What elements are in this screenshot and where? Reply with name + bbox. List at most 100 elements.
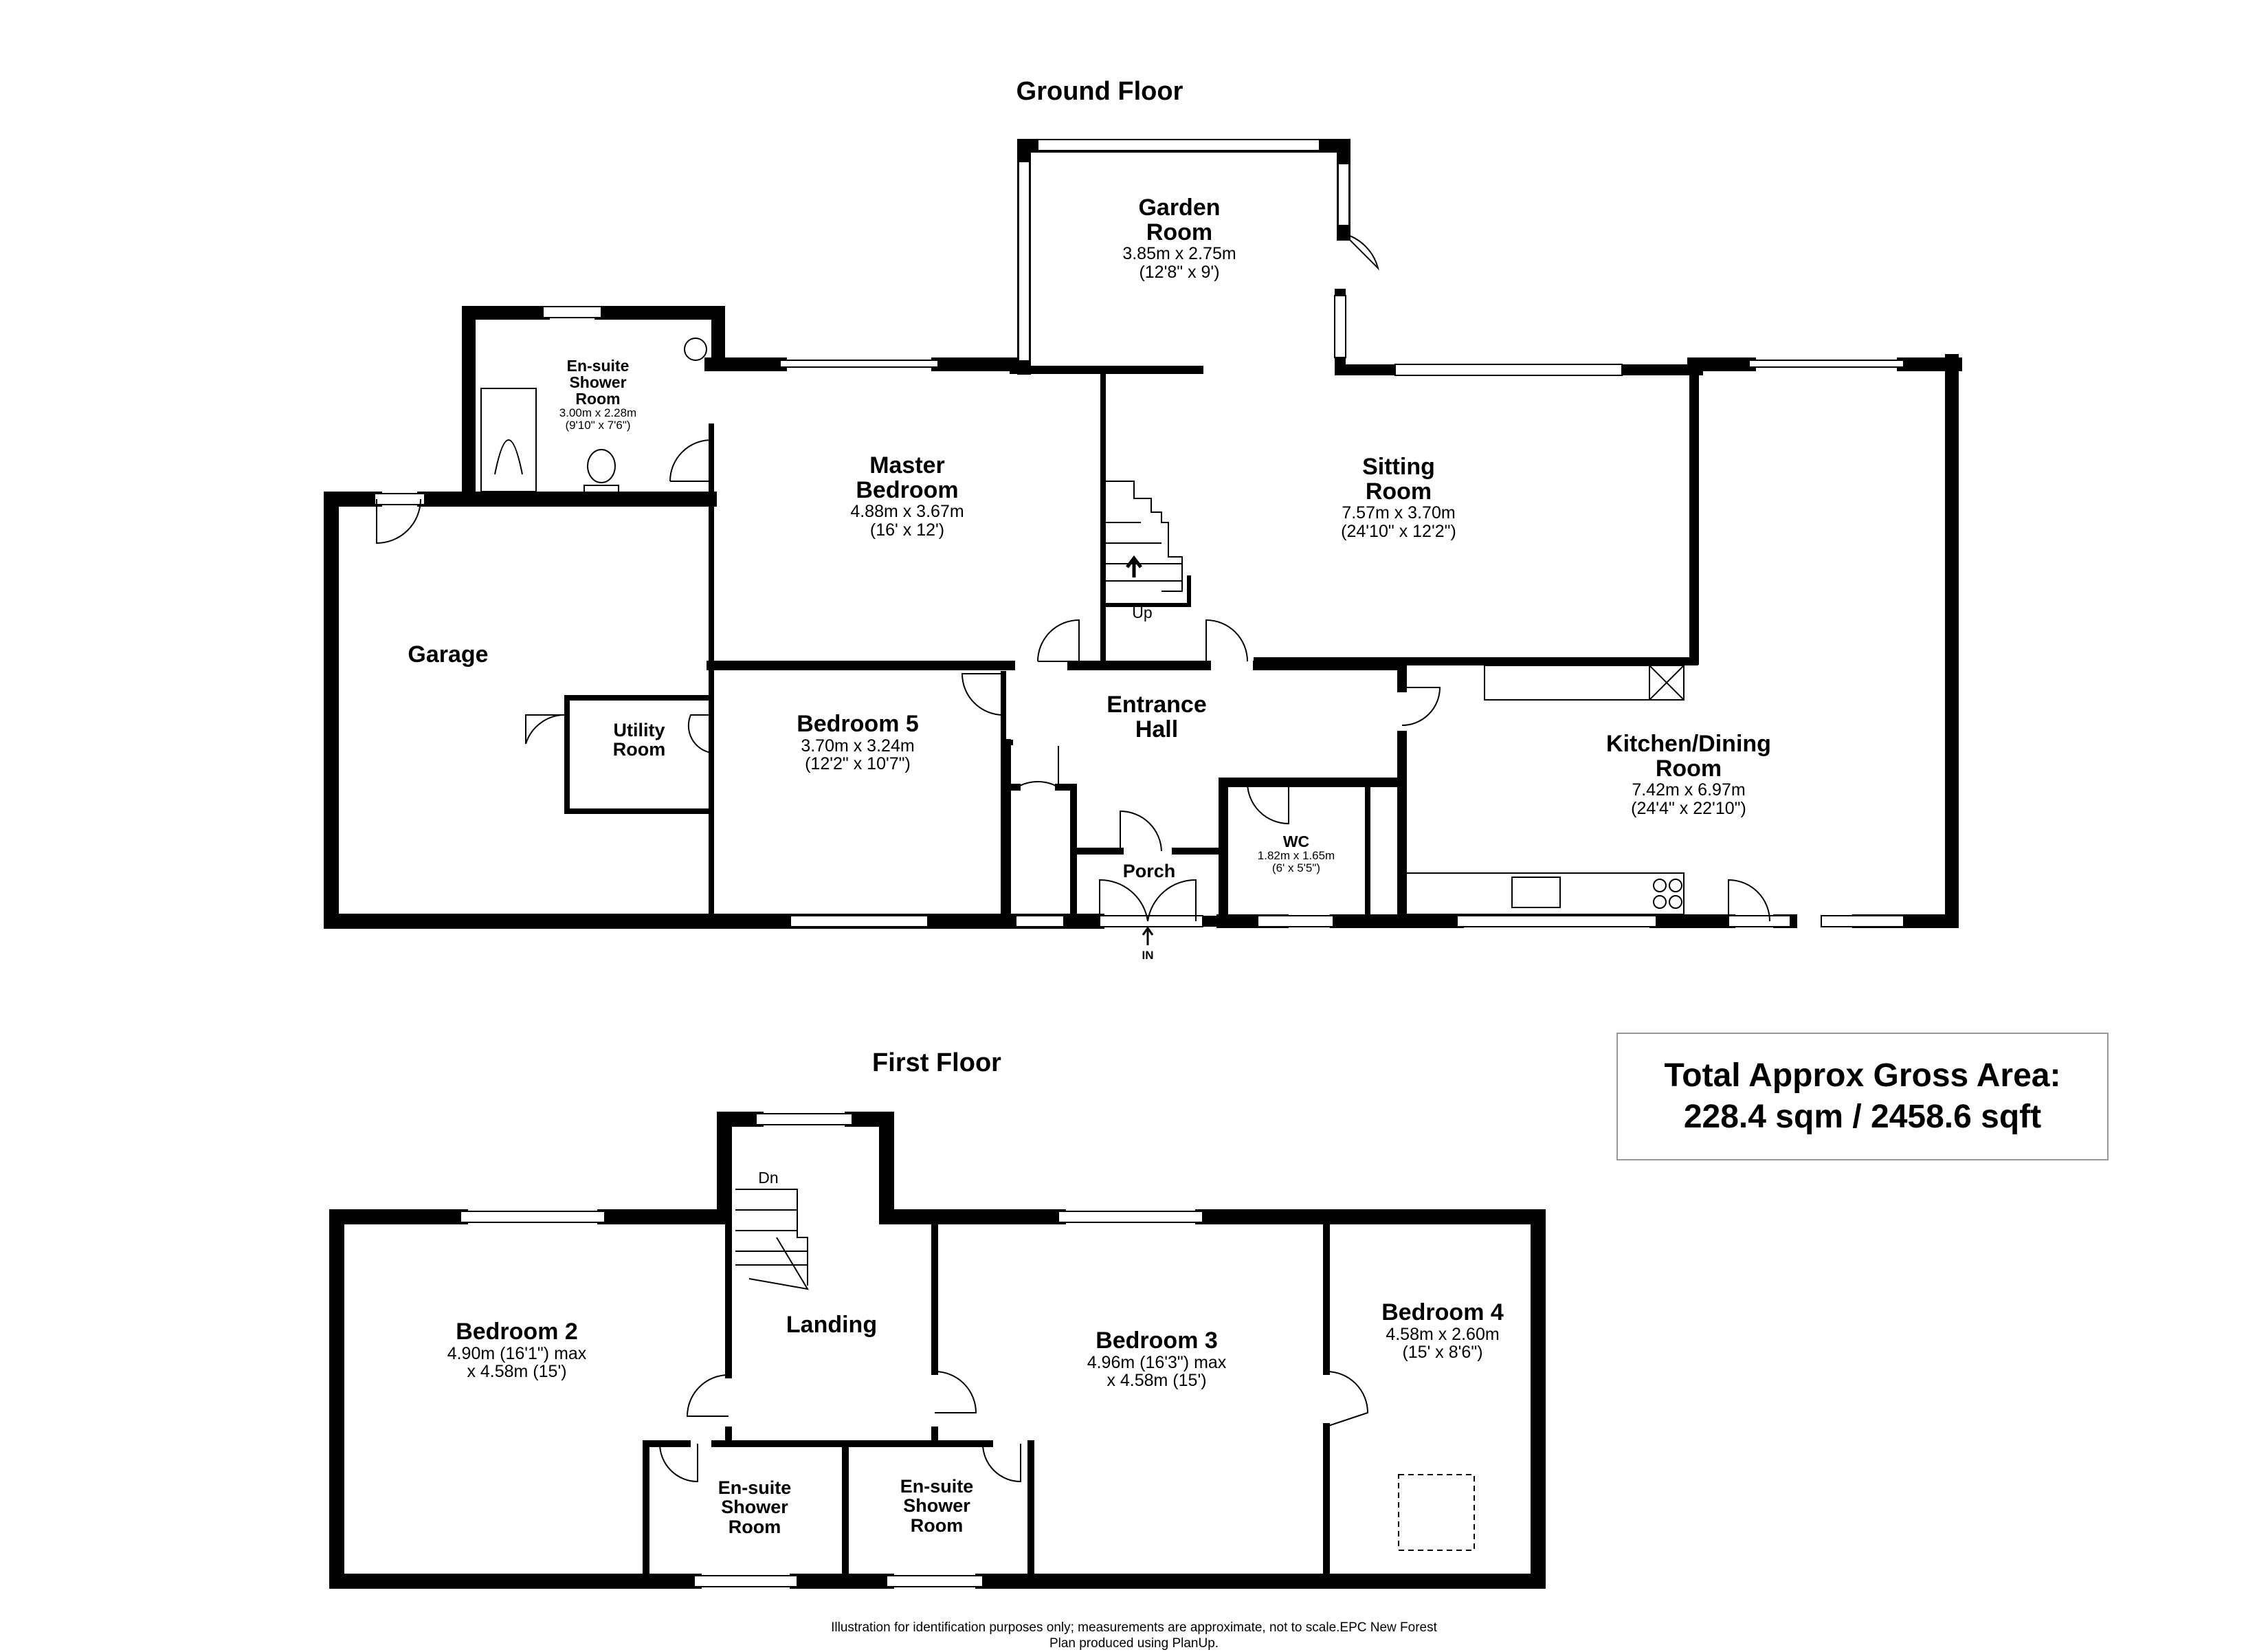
room-name: En-suite Shower Room (718, 1477, 792, 1537)
window (1334, 295, 1346, 358)
garden-room-right-lower-wall (1335, 289, 1401, 375)
room-metric: 4.96m (16'3") max (1087, 1352, 1227, 1372)
room-imperial: (24'10" x 12'2") (1341, 521, 1456, 541)
landing-wall (717, 1112, 1546, 1589)
hob (1669, 895, 1682, 909)
shower-tray (480, 388, 537, 492)
room-metric: 3.85m x 2.75m (1122, 244, 1236, 264)
room-metric: 4.90m (16'1") max (447, 1343, 587, 1363)
room-metric: 1.82m x 1.65m (1257, 849, 1335, 863)
kitchen-unit (1649, 665, 1685, 701)
total-area-value: 228.4 sqm / 2458.6 sqft (1683, 1099, 2042, 1135)
entrance-hall-label: Entrance Hall (1095, 692, 1219, 742)
door-swing (1120, 810, 1162, 852)
stair-wall (1101, 575, 1191, 607)
ground-floor-doors (376, 232, 1770, 945)
hall-top-right-wall (1253, 661, 1407, 692)
first-floor-doors (659, 1189, 1475, 1551)
toilet-cistern (583, 485, 619, 496)
total-area-box: Total Approx Gross Area: 228.4 sqm / 245… (1616, 1033, 2109, 1160)
kitchen-dining-label: Kitchen/Dining Room 7.42m x 6.97m (24'4"… (1586, 731, 1792, 818)
room-name: Landing (786, 1312, 878, 1338)
kitchen-counter (1401, 872, 1685, 915)
window (693, 1575, 798, 1587)
window (1728, 915, 1791, 927)
wc-label: WC 1.82m x 1.65m (6' x 5'5") (1258, 833, 1335, 874)
ensuite-ground-wall (462, 306, 725, 506)
bedroom3-label: Bedroom 3 4.96m (16'3") max x 4.58m (15'… (1087, 1328, 1227, 1389)
door-swing (1247, 782, 1289, 825)
basin (684, 338, 707, 361)
door-swing (687, 714, 712, 753)
stairs-first (735, 1189, 809, 1290)
room-imperial: (6' x 5'5") (1271, 861, 1321, 874)
first-floor-title: First Floor (872, 1048, 1001, 1077)
landing-label: Landing (786, 1312, 878, 1338)
hob (1653, 895, 1667, 909)
ground-floor-fixtures (480, 338, 1685, 915)
door-swing (686, 1374, 729, 1417)
kitchen-left-wall (1363, 778, 1407, 926)
first-floor-walls (329, 1112, 1546, 1589)
ground-floor-windows (374, 139, 1904, 927)
window (1058, 1211, 1203, 1223)
up-arrow (1126, 555, 1142, 577)
hob (1653, 879, 1667, 892)
window (460, 1211, 605, 1223)
window (755, 1113, 853, 1125)
hall-right-wall (1219, 731, 1407, 926)
room-imperial: x 4.58m (15') (467, 1361, 567, 1381)
room-name: WC (1282, 833, 1310, 850)
window (542, 306, 602, 318)
bedroom4-label: Bedroom 4 4.58m x 2.60m (15' x 8'6") (1381, 1299, 1504, 1361)
window (1821, 915, 1904, 927)
kitchen-unit (1484, 665, 1650, 701)
door-swing (1016, 746, 1059, 789)
disclaimer-line2: Plan produced using PlanUp. (1049, 1636, 1219, 1651)
window (1257, 915, 1334, 927)
door-swing (1205, 619, 1248, 662)
room-name: Sitting Room (1362, 454, 1435, 505)
ensuite-first-a-label: En-suite Shower Room (710, 1478, 799, 1537)
room-name: Porch (1122, 861, 1176, 881)
window (1337, 163, 1350, 226)
room-metric: 4.58m x 2.60m (1386, 1324, 1500, 1344)
kitchen-right-wall (1852, 354, 1959, 928)
room-name: Bedroom 3 (1096, 1328, 1218, 1354)
window (1018, 161, 1030, 362)
porch-label: Porch (1123, 861, 1176, 881)
window (374, 493, 425, 505)
window (1099, 915, 1203, 927)
hob (1669, 879, 1682, 892)
bedroom5-label: Bedroom 5 3.70m x 3.24m (12'2" x 10'7") (797, 712, 919, 773)
window (779, 360, 939, 368)
ensuite-b-wall (842, 1440, 1034, 1585)
door-swing (961, 673, 1004, 716)
sink (1511, 877, 1561, 908)
garden-room-label: Garden Room 3.85m x 2.75m (12'8" x 9') (1111, 195, 1248, 281)
door-swing (376, 498, 421, 544)
stairs-down-label: Dn (758, 1169, 779, 1187)
garage-label: Garage (408, 642, 488, 668)
room-name: Bedroom 4 (1381, 1299, 1504, 1325)
utility-room-label: Utility Room (608, 720, 670, 760)
door-swing (1401, 687, 1441, 726)
room-metric: 7.57m x 3.70m (1342, 503, 1456, 523)
first-floor-outer-wall (329, 1209, 654, 1589)
window (790, 915, 929, 927)
room-metric: 7.42m x 6.97m (1632, 780, 1746, 800)
disclaimer: Illustration for identification purposes… (831, 1620, 1437, 1652)
door-swing (1728, 879, 1770, 922)
master-bedroom-label: Master Bedroom 4.88m x 3.67m (16' x 12') (835, 453, 979, 539)
room-metric: 3.00m x 2.28m (559, 406, 637, 420)
room-name: Kitchen/Dining Room (1606, 731, 1771, 782)
room-name: Bedroom 5 (797, 711, 919, 737)
room-name: Entrance Hall (1107, 692, 1207, 742)
window (1748, 360, 1904, 368)
sitting-room-label: Sitting Room 7.57m x 3.70m (24'10" x 12'… (1330, 454, 1467, 541)
room-imperial: (24'4" x 22'10") (1631, 798, 1746, 818)
window (1394, 364, 1623, 376)
door-swing (669, 439, 712, 482)
front-door (1099, 879, 1197, 922)
stairs-up-label: Up (1132, 604, 1153, 621)
